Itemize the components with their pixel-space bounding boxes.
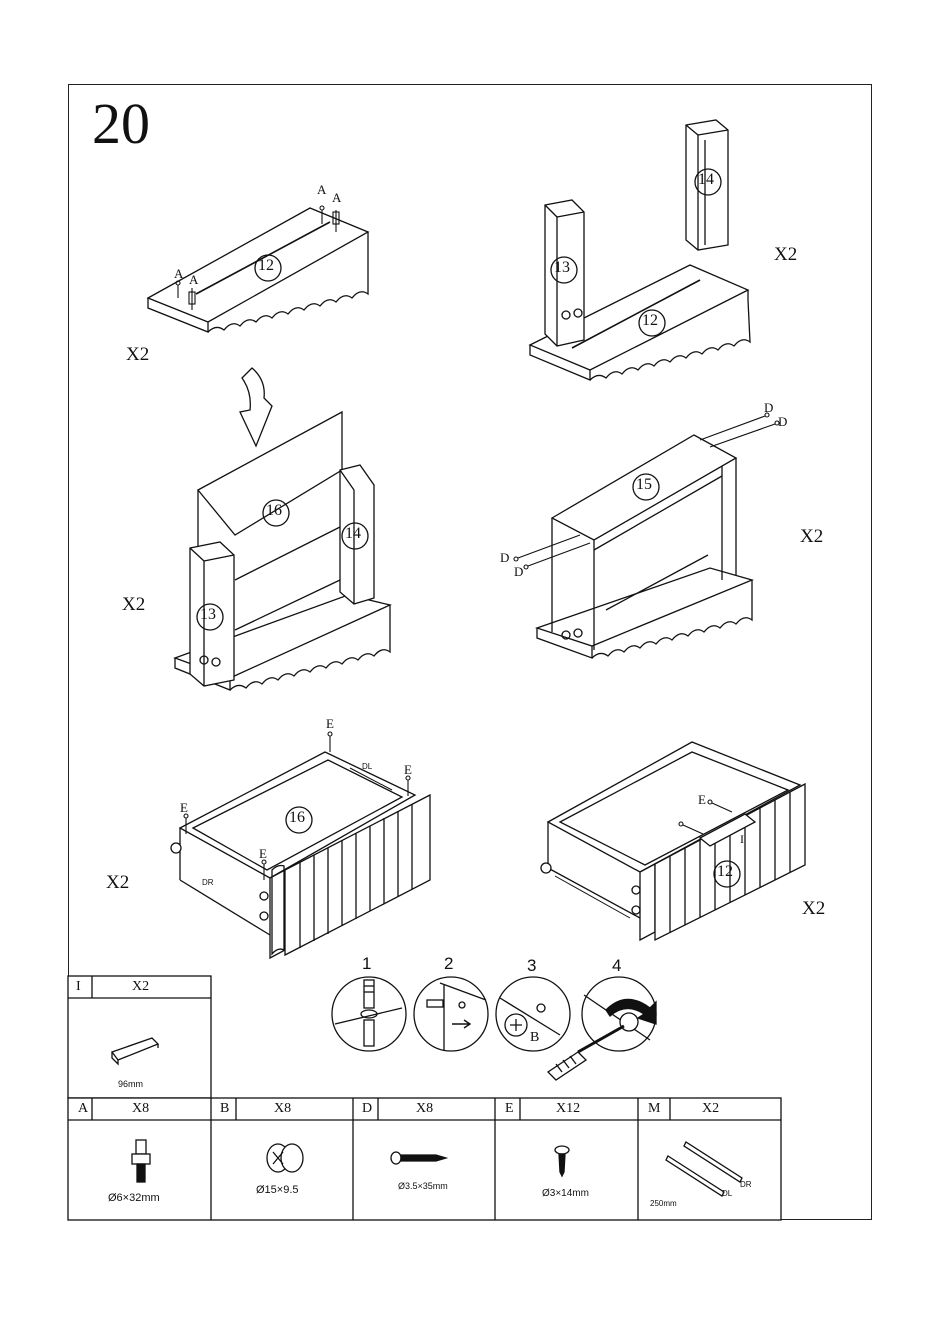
slide-mark-dr: DR (740, 1180, 752, 1189)
part-label-13: 13 (554, 259, 570, 277)
part-qty-b: X8 (274, 1101, 291, 1117)
drawer-mark-dl: DL (362, 762, 372, 771)
multiplier-top-right: X2 (774, 244, 797, 266)
part-qty-e: X12 (556, 1101, 580, 1117)
hardware-letter-d: D (500, 550, 509, 566)
part-qty-d: X8 (416, 1101, 433, 1117)
drawer-12-with-handle (541, 742, 805, 940)
part-label-16: 16 (289, 809, 305, 827)
part-code-a: A (78, 1101, 88, 1117)
back-panel-insertion (175, 412, 390, 690)
part-size-d: Ø3.5×35mm (398, 1181, 448, 1191)
hardware-letter-i: I (740, 832, 744, 847)
hardware-letter-a: A (317, 182, 326, 198)
drawer-mark-dr: DR (202, 878, 214, 887)
hardware-letter-e: E (326, 716, 334, 732)
hardware-letter-a: A (332, 190, 341, 206)
part-label-12: 12 (717, 863, 733, 881)
part-label-12: 12 (258, 257, 274, 275)
part-qty-m: X2 (702, 1101, 719, 1117)
hardware-letter-b: B (530, 1030, 539, 1046)
multiplier-bottom-right: X2 (802, 898, 825, 920)
hardware-letter-a: A (174, 266, 183, 282)
part-size-e: Ø3×14mm (542, 1188, 589, 1199)
part-code-b: B (220, 1101, 229, 1117)
part-size-a: Ø6×32mm (108, 1192, 160, 1204)
part-qty-a: X8 (132, 1101, 149, 1117)
multiplier-mid-right: X2 (800, 526, 823, 548)
multiplier-top-left: X2 (126, 344, 149, 366)
part-size-b: Ø15×9.5 (256, 1184, 299, 1196)
part-label-14: 14 (345, 525, 361, 543)
hardware-letter-e: E (180, 800, 188, 816)
hardware-letter-d: D (764, 400, 773, 416)
multiplier-mid-left: X2 (122, 594, 145, 616)
multiplier-bottom-left: X2 (106, 872, 129, 894)
down-arrow-icon (240, 368, 272, 446)
part-label-16: 16 (266, 502, 282, 520)
hardware-letter-e: E (259, 846, 267, 862)
cam-step-4: 4 (612, 956, 621, 976)
cam-step-3: 3 (527, 956, 536, 976)
hardware-letter-e: E (698, 792, 706, 808)
part-qty-i: X2 (132, 979, 149, 995)
cam-step-2: 2 (444, 954, 453, 974)
part-label-14: 14 (698, 171, 714, 189)
cam-step-1: 1 (362, 954, 371, 974)
slide-mark-dl: DL (722, 1189, 732, 1198)
part-code-e: E (505, 1101, 514, 1117)
frame-with-top-15 (514, 413, 779, 658)
drawer-16-assembly (171, 732, 430, 958)
part-label-13: 13 (200, 606, 216, 624)
part-code-m: M (648, 1101, 660, 1117)
part-size-i: 96mm (118, 1079, 143, 1089)
part-label-12: 12 (642, 312, 658, 330)
part-code-d: D (362, 1101, 372, 1117)
part-size-m: 250mm (650, 1199, 677, 1208)
hardware-letter-a: A (189, 272, 198, 288)
part-label-15: 15 (636, 476, 652, 494)
hardware-letter-d: D (778, 414, 787, 430)
board-12-with-sides (530, 120, 750, 380)
hardware-letter-d: D (514, 564, 523, 580)
part-code-i: I (76, 979, 81, 995)
cam-lock-icon (267, 1144, 303, 1172)
cam-lock-steps (332, 977, 656, 1080)
hardware-letter-e: E (404, 762, 412, 778)
